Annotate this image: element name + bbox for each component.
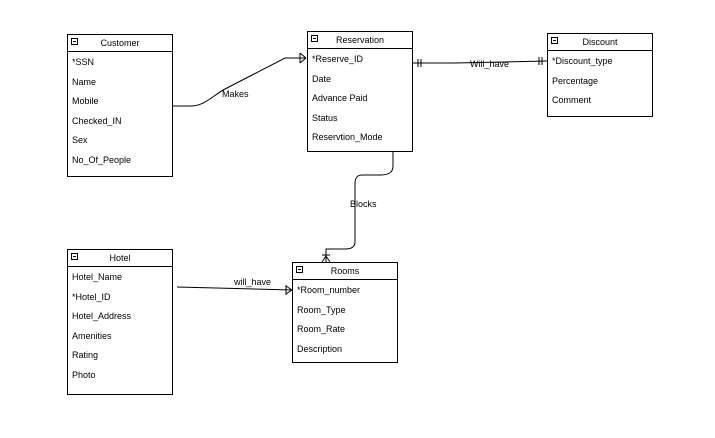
attribute: Checked_IN: [72, 115, 122, 126]
makes-crowsfoot: [299, 52, 307, 64]
attribute: Mobile: [72, 96, 99, 107]
entity-title: Discount: [582, 37, 618, 47]
entity-header: Rooms: [293, 263, 397, 280]
will-have-discount-label: Will_have: [470, 59, 510, 69]
entity-title: Reservation: [335, 35, 385, 45]
entity-header: Reservation: [308, 32, 412, 49]
blocks-line: [325, 152, 394, 262]
entity-title: Hotel: [109, 253, 131, 263]
attribute: Rating: [72, 350, 99, 361]
attribute: Description: [297, 343, 343, 354]
attribute: *Discount_type: [552, 56, 613, 66]
attribute: *SSN: [72, 57, 95, 67]
attribute: Room_Rate: [297, 324, 346, 335]
will-have-discount-line: [413, 60, 548, 64]
entity-discount[interactable]: Discount *Discount_type Percentage Comme…: [547, 33, 653, 117]
entity-header: Customer: [68, 35, 172, 52]
entity-title: Customer: [100, 38, 140, 48]
will-have-rooms-line: [176, 286, 293, 291]
blocks-crowsfoot: [321, 254, 331, 263]
entity-rooms[interactable]: Rooms *Room_number Room_Type Room_Rate D…: [292, 262, 398, 363]
attribute: Reservtion_Mode: [312, 132, 383, 143]
entity-header: Discount: [548, 34, 652, 51]
attribute: Amenities: [72, 330, 112, 341]
will-have-discount-bars: [417, 57, 543, 67]
collapse-icon[interactable]: [296, 266, 303, 273]
collapse-icon[interactable]: [311, 35, 318, 42]
entity-title: Rooms: [330, 266, 360, 276]
makes-line: [173, 57, 306, 107]
attribute: Percentage: [552, 75, 599, 86]
attribute: Photo: [72, 369, 96, 380]
blocks-label: Blocks: [350, 199, 377, 209]
attribute: Comment: [552, 95, 592, 106]
attribute: No_Of_People: [72, 154, 132, 165]
attribute: Hotel_Address: [72, 311, 132, 322]
collapse-icon[interactable]: [551, 37, 558, 44]
makes-label: Makes: [222, 89, 249, 99]
attribute: Name: [72, 76, 97, 87]
entity-hotel[interactable]: Hotel Hotel_Name *Hotel_ID Hotel_Address…: [67, 249, 173, 395]
attribute: *Hotel_ID: [72, 291, 111, 302]
entity-header: Hotel: [68, 250, 172, 267]
attribute: Date: [312, 73, 332, 84]
attribute: *Room_number: [297, 285, 361, 295]
attribute: Sex: [72, 135, 88, 146]
will-have-rooms-crowsfoot: [285, 285, 293, 295]
will-have-rooms-label: will_have: [234, 277, 272, 287]
attribute: Status: [312, 112, 338, 123]
collapse-icon[interactable]: [71, 253, 78, 260]
entity-customer[interactable]: Customer *SSN Name Mobile Checked_IN Sex…: [67, 34, 173, 177]
attribute: Hotel_Name: [72, 272, 123, 282]
attribute: Advance Paid: [312, 93, 368, 104]
entity-reservation[interactable]: Reservation *Reserve_ID Date Advance Pai…: [307, 31, 413, 152]
collapse-icon[interactable]: [71, 38, 78, 45]
attribute: *Reserve_ID: [312, 54, 364, 64]
attribute: Room_Type: [297, 304, 346, 315]
